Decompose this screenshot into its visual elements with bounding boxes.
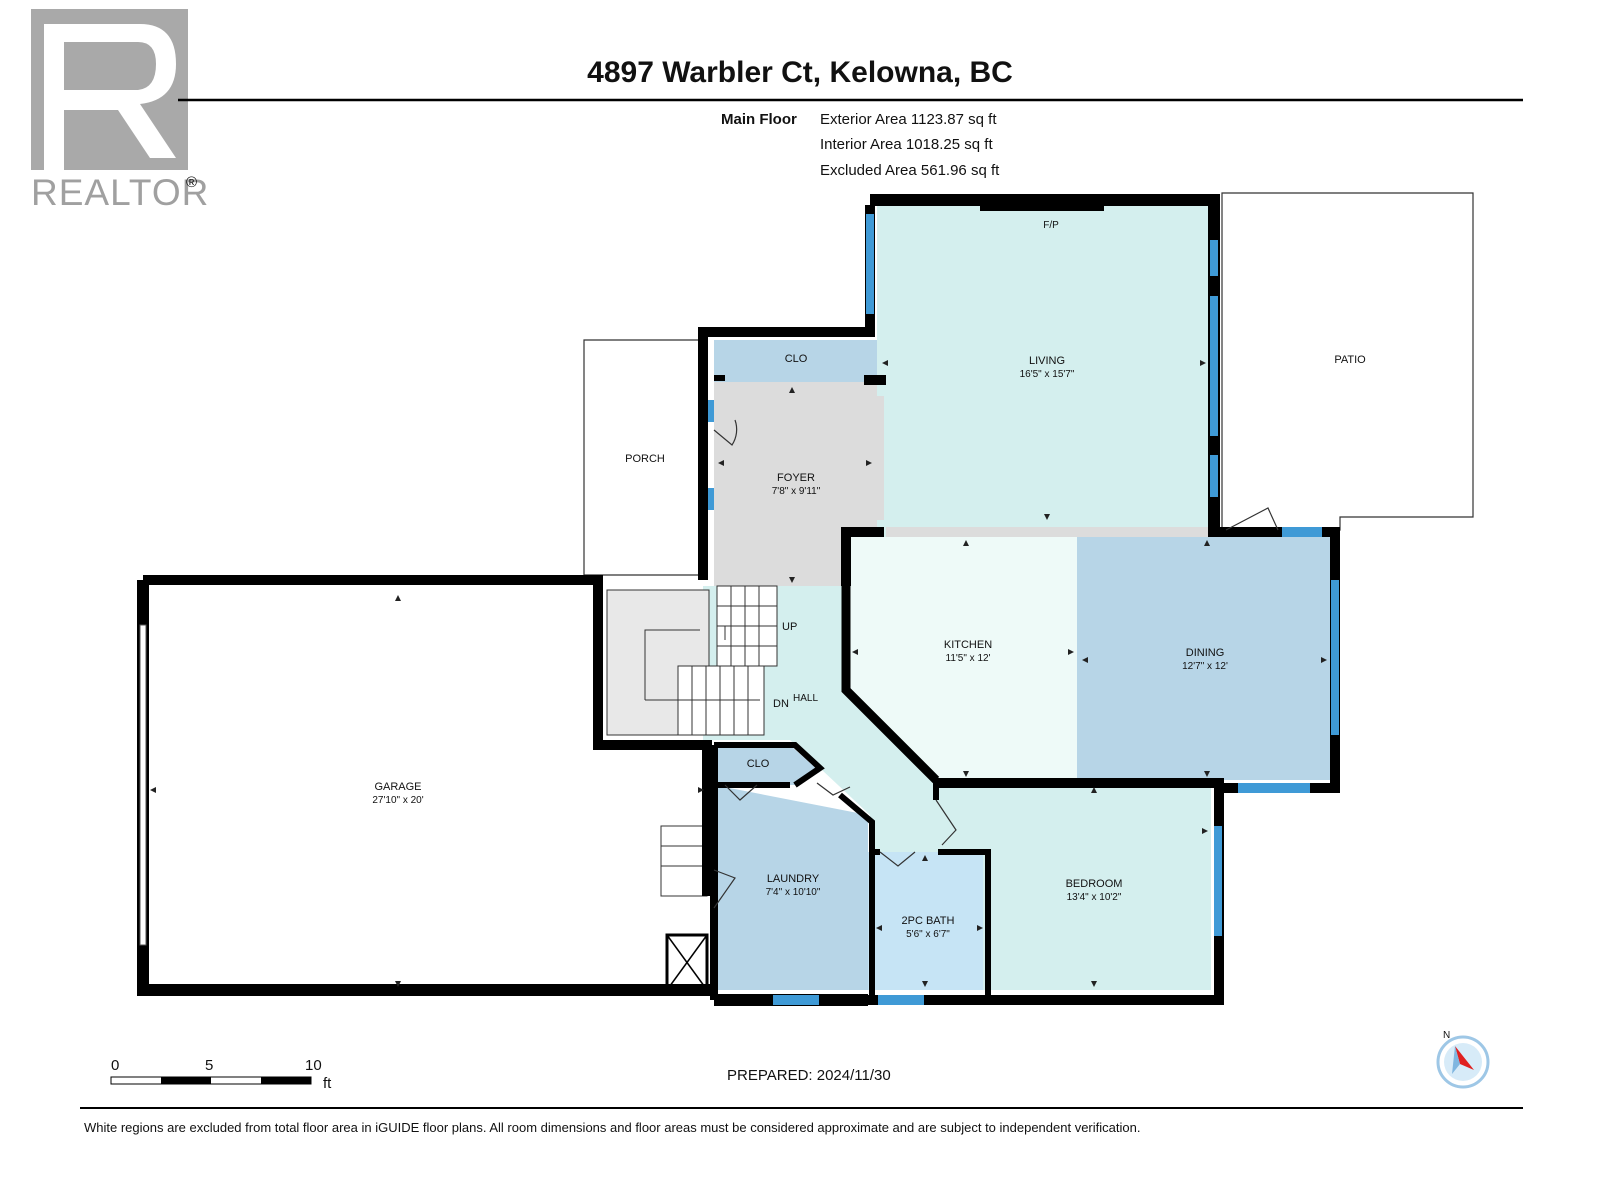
- realtor-wordmark: REALTOR: [31, 172, 209, 213]
- footer-note: White regions are excluded from total fl…: [84, 1120, 1140, 1135]
- prepared-date: PREPARED: 2024/11/30: [727, 1067, 891, 1084]
- bedroom-name: BEDROOM: [1066, 878, 1123, 890]
- opening-foyer-living: [872, 396, 884, 520]
- scale-label-0: 0: [111, 1057, 119, 1074]
- bath-name: 2PC BATH: [902, 915, 955, 927]
- compass-north-label: N: [1443, 1030, 1450, 1041]
- door-swings: [713, 419, 1279, 909]
- garage-steps: [660, 825, 708, 897]
- scale-unit: ft: [323, 1075, 332, 1092]
- fireplace: [980, 205, 1104, 211]
- realtor-logo: REALTOR ®: [31, 9, 209, 213]
- living-room: [877, 205, 1208, 537]
- living-name: LIVING: [1029, 355, 1065, 367]
- laundry-room: [714, 785, 868, 990]
- closet-top: [714, 340, 877, 382]
- excluded-area: Excluded Area 561.96 sq ft: [820, 162, 1000, 179]
- stair-down-label: DN: [773, 698, 789, 710]
- foyer-name: FOYER: [777, 472, 815, 484]
- windows: [708, 214, 1339, 1005]
- compass-icon: N: [1436, 1030, 1490, 1089]
- bath-dims: 5'6" x 6'7": [906, 929, 950, 940]
- closet-bottom-label: CLO: [747, 758, 770, 770]
- exterior-area: Exterior Area 1123.87 sq ft: [820, 111, 997, 128]
- dining-room: [1077, 537, 1330, 780]
- closet-bottom: [714, 745, 820, 785]
- kitchen-name: KITCHEN: [944, 639, 992, 651]
- dining-dims: 12'7" x 12': [1182, 661, 1228, 672]
- scale-label-5: 5: [205, 1057, 213, 1074]
- bath-room: [868, 852, 983, 990]
- scale-label-10: 10: [305, 1057, 322, 1074]
- patio-label: PATIO: [1334, 354, 1366, 366]
- dimension-markers: [150, 360, 1327, 987]
- garage-door: [139, 624, 147, 946]
- scale-bar: 0 5 10 ft: [110, 1057, 332, 1092]
- laundry-dims: 7'4" x 10'10": [766, 887, 821, 898]
- staircase: [606, 585, 778, 736]
- fp-label: F/P: [1043, 220, 1059, 231]
- kitchen-room: [846, 537, 1077, 780]
- living-dims: 16'5" x 15'7": [1020, 369, 1075, 380]
- garage-name: GARAGE: [374, 781, 421, 793]
- laundry-name: LAUNDRY: [767, 873, 820, 885]
- porch-label: PORCH: [625, 453, 665, 465]
- garage-dims: 27'10" x 20': [372, 795, 423, 806]
- foyer-dims: 7'8" x 9'11": [772, 486, 821, 497]
- bedroom-dims: 13'4" x 10'2": [1067, 892, 1122, 903]
- walls: [137, 194, 1340, 1006]
- hall-label: HALL: [793, 693, 818, 704]
- floor-label: Main Floor: [721, 111, 797, 128]
- closet-top-label: CLO: [785, 353, 808, 365]
- kitchen-dims: 11'5" x 12': [946, 653, 991, 664]
- address-title: 4897 Warbler Ct, Kelowna, BC: [587, 56, 1013, 89]
- registered-mark: ®: [186, 174, 197, 191]
- interior-area: Interior Area 1018.25 sq ft: [820, 136, 993, 153]
- stair-up-label: UP: [782, 621, 797, 633]
- dining-name: DINING: [1186, 647, 1225, 659]
- opening-living-kitchen: [886, 527, 1208, 537]
